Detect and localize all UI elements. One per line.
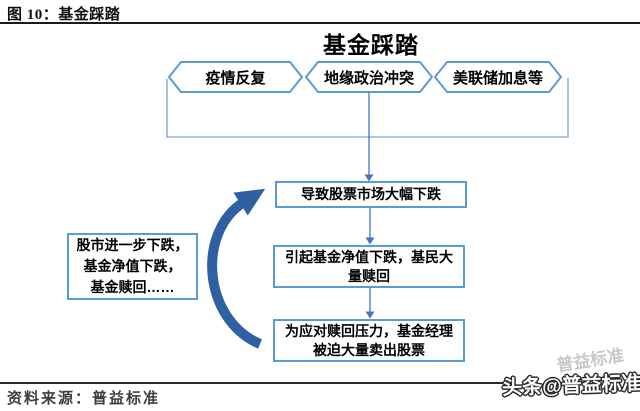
side-box-further-decline: 股市进一步下跌， 基金净值下跌， 基金赎回…… <box>67 233 198 300</box>
side-box-line1: 股市进一步下跌， <box>76 237 189 253</box>
flow-box-forced-selling-line1: 为应对赎回压力，基金经理 <box>285 322 453 339</box>
flow-box-nav-drop-line2: 量赎回 <box>348 267 390 284</box>
hexagon-geopolitics-label: 地缘政治冲突 <box>323 69 414 87</box>
hexagon-fed-hikes-label: 美联储加息等 <box>452 69 543 87</box>
flow-box-nav-drop-line1: 引起基金净值下跌，基民大 <box>285 248 453 265</box>
source-note: 资料来源：普益标准 <box>7 391 161 407</box>
diagram-title: 基金踩踏 <box>323 32 419 58</box>
top-divider <box>0 22 640 24</box>
cycle-arrow <box>207 188 266 349</box>
arrowhead-box2 <box>365 237 375 245</box>
hexagon-pandemic <box>167 61 304 93</box>
figure-caption: 图 10：基金踩踏 <box>7 7 121 23</box>
watermark-toutiao: 头条@普益标准 <box>501 372 640 400</box>
hexagon-geopolitics <box>304 61 434 93</box>
flow-box-market-drop-text: 导致股票市场大幅下跌 <box>301 186 441 202</box>
hexagon-pandemic-label: 疫情反复 <box>205 69 266 87</box>
hexagon-fed-hikes <box>433 61 563 93</box>
flow-box-forced-selling-line2: 被迫大量卖出股票 <box>313 341 425 358</box>
bottom-divider <box>0 382 505 384</box>
flow-box-nav-drop-redemption: 引起基金净值下跌，基民大 量赎回 <box>273 245 465 288</box>
flow-box-forced-selling: 为应对赎回压力，基金经理 被迫大量卖出股票 <box>273 319 465 362</box>
arrowhead-box3 <box>365 311 375 319</box>
arrowhead-box1 <box>364 174 374 182</box>
side-box-line2: 基金净值下跌， <box>83 258 182 274</box>
flow-box-market-drop: 导致股票市场大幅下跌 <box>275 181 467 208</box>
side-box-line3: 基金赎回…… <box>90 279 175 295</box>
bracket-connector <box>166 78 569 138</box>
